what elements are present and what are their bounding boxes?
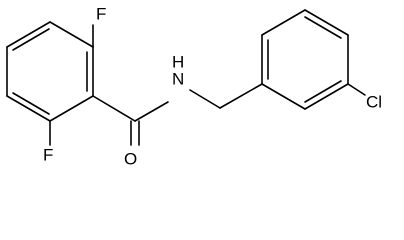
ring-bond (304, 83, 349, 110)
fluorine-top-label: F (96, 4, 106, 23)
difluorophenyl-ring (6, 21, 94, 122)
fluorine-bottom-label: F (43, 145, 53, 164)
ring-bond (261, 83, 306, 110)
chlorine-label: Cl (366, 92, 382, 111)
c-n-bond (134, 101, 169, 122)
ring-double-bond (304, 16, 342, 39)
ring-bond (49, 95, 94, 122)
ring-double-bond (304, 80, 342, 103)
structure-canvas: F F N H O Cl (6, 4, 383, 169)
ring-carbonyl-bond (92, 95, 136, 122)
ring-bond (304, 9, 349, 36)
ring-bond (6, 95, 51, 122)
nitrogen-label: N (172, 69, 184, 88)
ring-double-bond (12, 28, 50, 51)
ring-double-bond (12, 92, 50, 115)
hydrogen-label: H (172, 52, 184, 71)
c-cl-bond (347, 83, 366, 96)
n-ch2-bond (189, 89, 221, 109)
molecule-diagram: F F N H O Cl (6, 4, 382, 168)
ring-bond (6, 21, 51, 48)
ring-bond (261, 9, 306, 36)
chlorophenyl-ring (261, 9, 349, 110)
ring-bond (49, 21, 94, 48)
oxygen-label: O (124, 149, 137, 168)
ch2-ring-bond (219, 83, 263, 109)
